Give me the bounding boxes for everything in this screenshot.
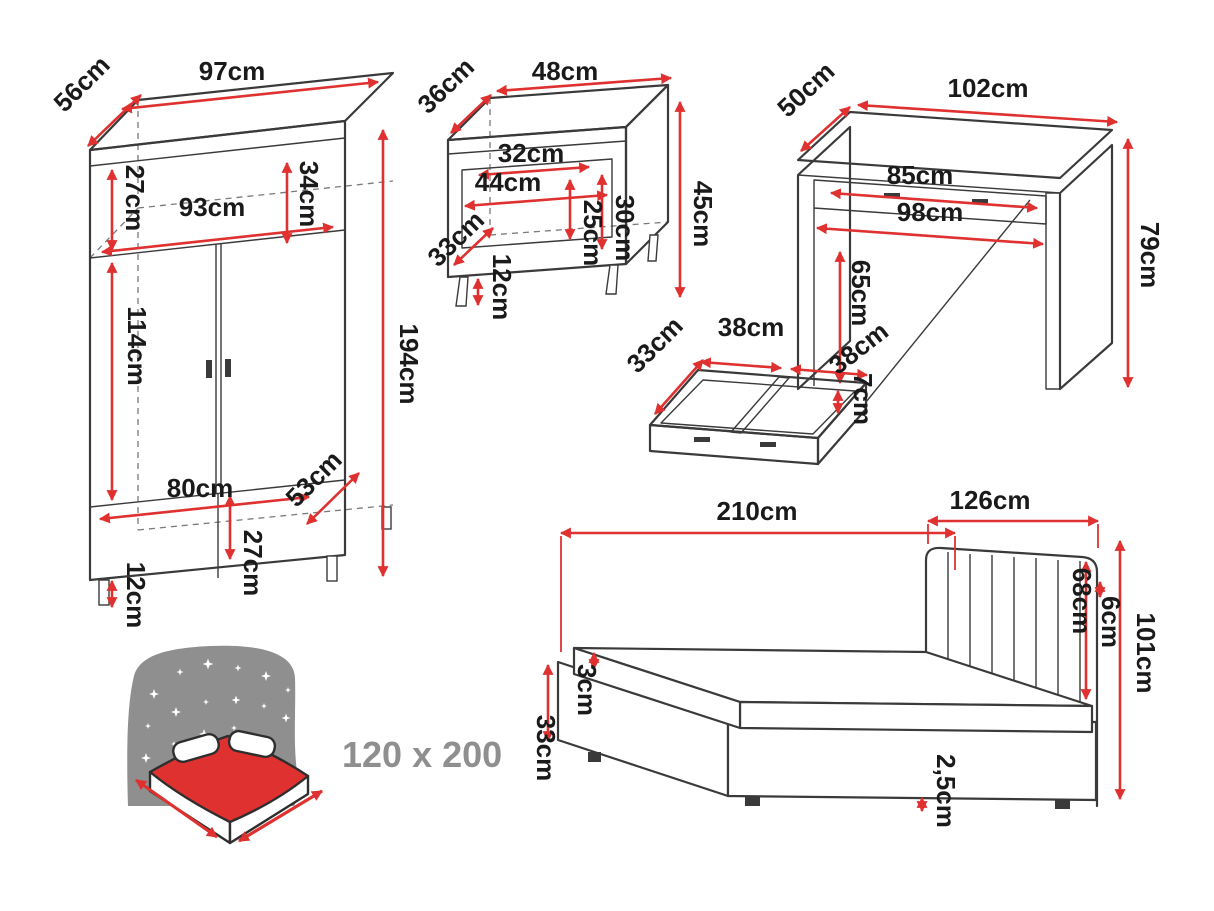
nightstand-height-label: 45cm <box>688 181 718 248</box>
desk-width-label: 102cm <box>948 73 1029 103</box>
bed-leg <box>588 752 601 762</box>
nightstand-interior-width-label: 44cm <box>475 167 542 197</box>
drawer-diagram: 33cm 38cm 38cm 7cm <box>621 311 894 466</box>
bed-diagram: 210cm 126cm 68cm 6cm 101cm 3cm 33cm 2,5c… <box>531 485 1161 828</box>
nightstand-interior-height-label: 30cm <box>610 195 640 262</box>
wardrobe-interior-depth-label: 53cm <box>280 445 348 513</box>
icon-length-arrow <box>135 778 218 839</box>
bed-leg-height-label: 2,5cm <box>931 754 961 828</box>
wardrobe-leg <box>98 579 110 606</box>
wardrobe-door-handle <box>225 359 231 377</box>
nightstand-niche-width-label: 32cm <box>498 138 565 168</box>
wardrobe-interior-width-label: 93cm <box>179 192 246 222</box>
wardrobe-leg <box>326 555 338 582</box>
desk-legroom-height-label: 65cm <box>846 260 876 327</box>
wardrobe-bottom-section-label: 27cm <box>238 530 268 597</box>
bed-headboard-height-label: 68cm <box>1067 568 1097 635</box>
wardrobe-leg-height-label: 12cm <box>121 562 151 629</box>
wardrobe-width-label: 97cm <box>199 56 266 86</box>
icon-pillow <box>227 729 277 759</box>
desk-depth-label: 50cm <box>771 56 840 123</box>
drawer-height-label: 7cm <box>848 373 878 425</box>
nightstand-leg <box>605 264 619 295</box>
wardrobe-door-height-label: 114cm <box>122 306 152 386</box>
desk-drawer-width-label: 85cm <box>887 160 954 190</box>
icon-width-arrow <box>238 789 323 843</box>
desk-height-label: 79cm <box>1135 222 1165 289</box>
bed-mattress-lip-label: 3cm <box>572 664 602 716</box>
drawer-handle <box>760 442 776 447</box>
drawer-depth-label: 33cm <box>621 311 689 379</box>
drawer-left-compartment-label: 38cm <box>718 312 785 342</box>
icon-pillow <box>172 732 220 764</box>
bed-headboard-width-label: 126cm <box>950 485 1031 515</box>
wardrobe-door-handle <box>206 360 212 378</box>
bed-base-height-label: 33cm <box>531 715 561 782</box>
mattress-size-icon: 120 x 200 <box>127 645 502 845</box>
wardrobe-depth-label: 56cm <box>48 50 116 118</box>
bed-length-label: 210cm <box>717 496 798 526</box>
wardrobe-bottom-interior-width-label: 80cm <box>167 473 234 503</box>
bed-mattress <box>572 646 742 730</box>
bed-leg <box>1055 799 1070 809</box>
wardrobe-top-section-right-label: 34cm <box>294 161 324 228</box>
nightstand-niche-height-label: 25cm <box>578 200 608 267</box>
wardrobe-top-section-left-label: 27cm <box>120 165 150 232</box>
wardrobe-height-label: 194cm <box>394 324 424 405</box>
nightstand-leg <box>647 234 659 262</box>
bed-frame-thickness-label: 6cm <box>1096 596 1126 648</box>
nightstand-depth-label: 36cm <box>411 52 480 120</box>
bed-headboard <box>924 546 1099 808</box>
nightstand-width-label: 48cm <box>532 56 599 86</box>
mattress-size-label: 120 x 200 <box>342 734 502 775</box>
wardrobe-diagram: 56cm 97cm 194cm 27cm 34cm 93cm 114cm 80c… <box>48 50 424 629</box>
drawer-handle <box>694 437 710 442</box>
bed-total-height-label: 101cm <box>1131 613 1161 694</box>
nightstand-leg-height-label: 12cm <box>487 254 517 321</box>
bed-leg <box>745 796 760 806</box>
drawer-pointer-line <box>865 199 1031 403</box>
desk-interior-width-label: 98cm <box>897 197 964 227</box>
bed-mattress <box>738 700 1094 734</box>
nightstand-leg <box>455 276 469 307</box>
nightstand-diagram: 36cm 48cm 45cm 32cm 44cm 25cm 30cm 33cm … <box>411 52 718 321</box>
